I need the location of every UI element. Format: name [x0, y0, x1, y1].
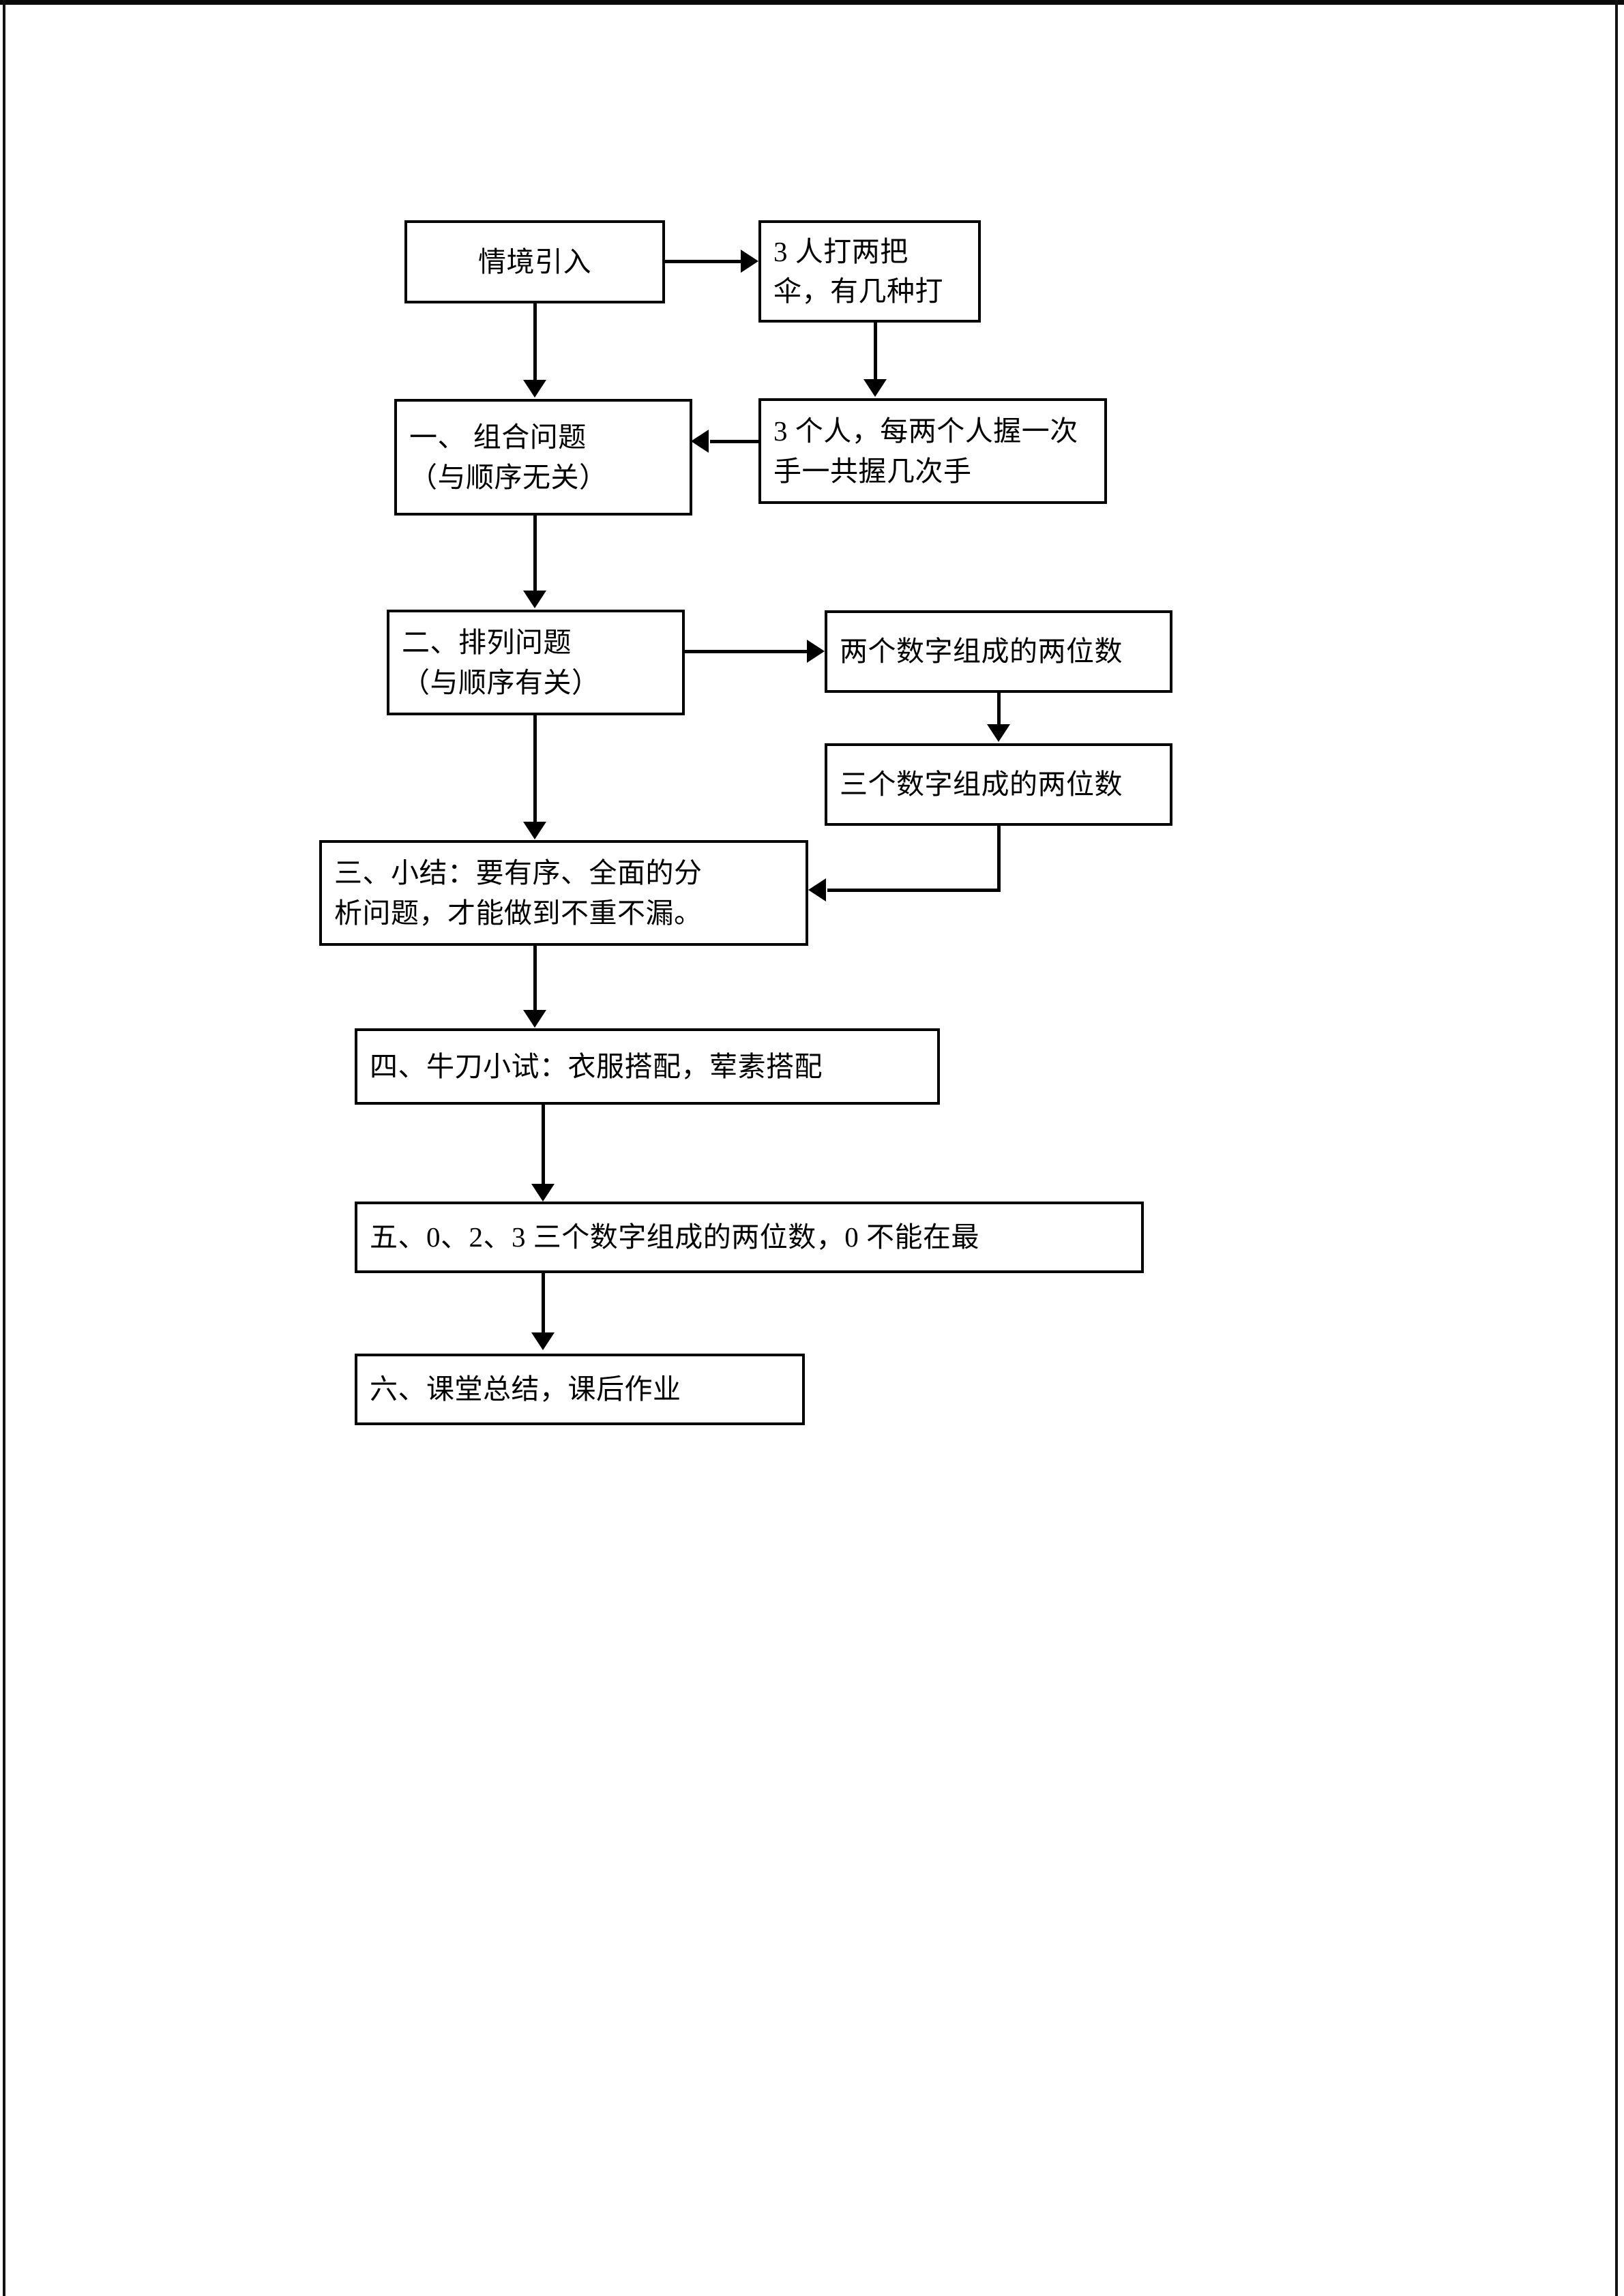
edge-permutation-to-two-digits-arrowhead — [807, 640, 825, 663]
flow-node-label: 3 个人，每两个人握一次 手一共握几次手 — [773, 415, 1078, 487]
page-edge-left-rule — [3, 0, 5, 2296]
flow-node-practice: 四、牛刀小试：衣服搭配，荤素搭配 — [355, 1028, 940, 1105]
edge-three-digits-to-summary-vertical — [997, 826, 1001, 892]
flow-node-label: 情境引入 — [478, 245, 591, 278]
edge-handshake-to-combination-arrowhead — [691, 430, 709, 453]
flow-node-label: 两个数字组成的两位数 — [840, 636, 1123, 668]
edge-three-digits-to-summary-arrowhead — [808, 878, 826, 901]
edge-permutation-to-two-digits-line — [685, 650, 808, 653]
edge-umbrellas-to-handshake-arrowhead — [863, 379, 887, 397]
flow-node-class-conclusion: 六、课堂总结，课后作业 — [355, 1354, 805, 1425]
edge-practice-to-zero-two-three-arrowhead — [531, 1184, 555, 1202]
page-edge-right-rule — [1615, 0, 1618, 2296]
flow-node-situation-intro: 情境引入 — [404, 220, 665, 303]
flow-node-combination-problem: 一、 组合问题 （与顺序无关） — [394, 399, 692, 516]
flow-node-summary: 三、小结：要有序、全面的分 析问题，才能做到不重不漏。 — [319, 840, 808, 946]
edge-intro-to-umbrellas-line — [665, 260, 742, 263]
edge-zero-two-three-to-conclusion-line — [542, 1273, 545, 1334]
flow-node-label: 三、小结：要有序、全面的分 析问题，才能做到不重不漏。 — [334, 857, 703, 929]
edge-summary-to-practice-arrowhead — [523, 1010, 546, 1028]
edge-combination-to-permutation-line — [533, 516, 537, 592]
edge-combination-to-permutation-arrowhead — [523, 591, 546, 608]
edge-two-digits-to-three-digits-line — [997, 693, 1001, 726]
flow-node-handshake-problem: 3 个人，每两个人握一次 手一共握几次手 — [758, 398, 1107, 504]
flow-node-zero-two-three: 五、0、2、3 三个数字组成的两位数，0 不能在最 — [355, 1202, 1144, 1273]
edge-summary-to-practice-line — [533, 946, 537, 1011]
flow-node-label: 三个数字组成的两位数 — [840, 769, 1123, 801]
edge-intro-to-umbrellas-arrowhead — [741, 250, 758, 273]
flow-node-label: 3 人打两把 伞，有几种打 — [773, 235, 943, 307]
edge-handshake-to-combination-line — [710, 440, 761, 443]
edge-intro-to-combination-line — [533, 303, 537, 381]
edge-umbrellas-to-handshake-line — [874, 323, 877, 381]
flow-node-label: 四、牛刀小试：衣服搭配，荤素搭配 — [370, 1050, 823, 1082]
edge-permutation-to-summary-line — [533, 715, 537, 823]
edge-three-digits-to-summary-horizontal — [827, 889, 1001, 892]
edge-two-digits-to-three-digits-arrowhead — [987, 724, 1010, 742]
flow-node-label: 六、课堂总结，课后作业 — [370, 1373, 681, 1405]
flow-node-label: 二、排列问题 （与顺序有关） — [402, 627, 600, 698]
flow-node-label: 五、0、2、3 三个数字组成的两位数，0 不能在最 — [370, 1221, 979, 1253]
flow-node-label: 一、 组合问题 （与顺序无关） — [409, 421, 608, 493]
edge-zero-two-three-to-conclusion-arrowhead — [531, 1332, 555, 1350]
edge-intro-to-combination-arrowhead — [523, 380, 546, 398]
edge-permutation-to-summary-arrowhead — [523, 822, 546, 839]
edge-practice-to-zero-two-three-line — [542, 1105, 545, 1185]
flow-node-two-digit-from-three-numbers: 三个数字组成的两位数 — [825, 743, 1172, 826]
page-edge-top-rule — [0, 0, 1624, 5]
flow-node-two-digit-from-two-numbers: 两个数字组成的两位数 — [825, 610, 1172, 693]
flow-node-permutation-problem: 二、排列问题 （与顺序有关） — [387, 610, 685, 715]
flow-node-three-people-two-umbrellas: 3 人打两把 伞，有几种打 — [758, 220, 981, 323]
